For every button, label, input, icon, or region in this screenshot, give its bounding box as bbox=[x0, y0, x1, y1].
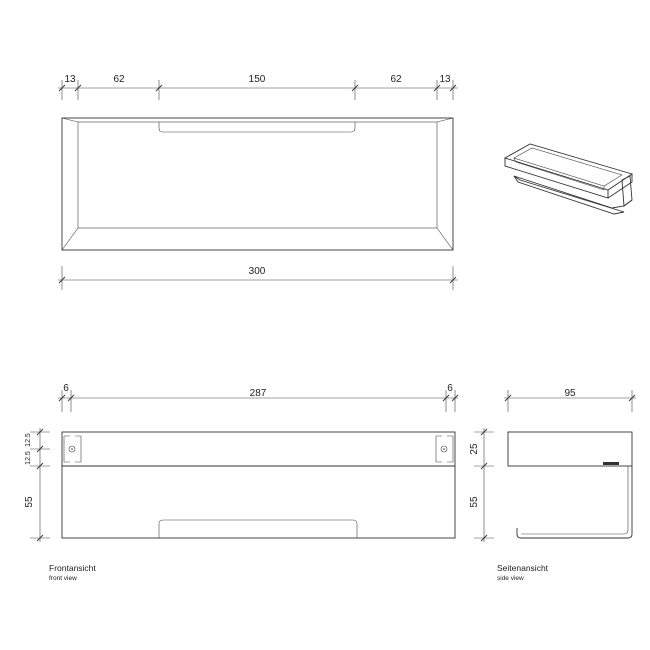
right-mounting-bracket bbox=[435, 435, 454, 463]
dim-side-left-1: 25 bbox=[469, 443, 480, 455]
top-view: 13 62 150 62 13 300 bbox=[58, 74, 458, 290]
dim-front-left-1: 12.5 bbox=[25, 433, 32, 447]
dim-top-5: 13 bbox=[439, 74, 451, 85]
dim-side-left-2: 55 bbox=[469, 496, 480, 508]
front-left-dimension-chain: 12.5 12.5 55 bbox=[24, 428, 50, 542]
dim-front-2: 287 bbox=[250, 388, 267, 399]
dim-top-4: 62 bbox=[390, 74, 402, 85]
side-top-dimension: 95 bbox=[504, 388, 636, 412]
shelf-side-outline bbox=[507, 431, 633, 539]
side-view-label: Seitenansicht bbox=[497, 563, 549, 573]
dim-overall: 300 bbox=[249, 266, 266, 277]
front-view-sublabel: front view bbox=[49, 575, 77, 582]
side-view-sublabel: side view bbox=[497, 575, 524, 582]
shelf-front-outline bbox=[61, 431, 456, 539]
dim-front-1: 6 bbox=[63, 383, 69, 394]
perspective-view bbox=[503, 143, 634, 215]
dim-front-left-2: 12.5 bbox=[25, 451, 32, 465]
left-mounting-bracket bbox=[63, 435, 82, 463]
side-view: 95 25 55 Seitenansicht side view bbox=[469, 388, 636, 582]
dim-top-2: 62 bbox=[113, 74, 125, 85]
dim-side-top: 95 bbox=[564, 388, 576, 399]
dim-top-1: 13 bbox=[64, 74, 76, 85]
overall-dimension: 300 bbox=[58, 266, 458, 290]
dim-front-left-3: 55 bbox=[24, 496, 35, 508]
front-view-label: Frontansicht bbox=[49, 563, 96, 573]
front-dimension-chain: 6 287 6 bbox=[58, 383, 459, 412]
dim-top-3: 150 bbox=[249, 74, 266, 85]
front-view: 6 287 6 12.5 12.5 55 bbox=[24, 383, 459, 582]
shelf-top-outline bbox=[61, 117, 454, 251]
dim-front-3: 6 bbox=[447, 383, 453, 394]
side-left-dimension-chain: 25 55 bbox=[469, 428, 494, 542]
top-dimension-chain: 13 62 150 62 13 bbox=[58, 74, 458, 100]
